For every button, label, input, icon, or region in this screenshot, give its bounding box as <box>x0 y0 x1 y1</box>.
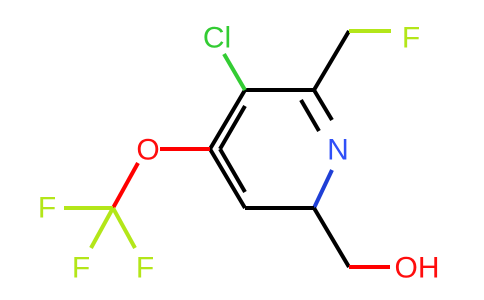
bond-c6-ch2 <box>312 206 351 269</box>
bond-c5-c4-inner <box>218 147 247 194</box>
atom-n: N <box>327 134 349 167</box>
bond-c4-c3 <box>208 88 247 151</box>
atom-labels: Cl F N O F F F OH <box>38 22 440 285</box>
atom-f-top: F <box>402 22 420 55</box>
pyridine-ring <box>208 88 334 210</box>
bond-o-cf3 <box>111 162 140 209</box>
substituent-bonds <box>64 29 391 269</box>
bond-c2-ch2 <box>312 29 351 92</box>
bond-cf3-f-bottom-right <box>111 207 137 249</box>
bond-c3-cl <box>222 52 247 92</box>
bond-c4-c3-inner <box>218 104 247 151</box>
atom-f-bottom-right: F <box>136 252 154 285</box>
bond-c5-c4 <box>208 147 247 210</box>
atom-f-left: F <box>38 192 56 225</box>
bond-c2-n-inner <box>299 98 321 133</box>
atom-oh: OH <box>395 252 440 285</box>
bond-n-c6 <box>312 169 334 209</box>
atom-o-ether: O <box>136 134 159 167</box>
atom-cl: Cl <box>203 22 231 55</box>
bond-cf3-f-bottom-left <box>89 207 115 249</box>
bond-c2-n <box>312 88 334 122</box>
atom-f-bottom-left: F <box>72 252 90 285</box>
